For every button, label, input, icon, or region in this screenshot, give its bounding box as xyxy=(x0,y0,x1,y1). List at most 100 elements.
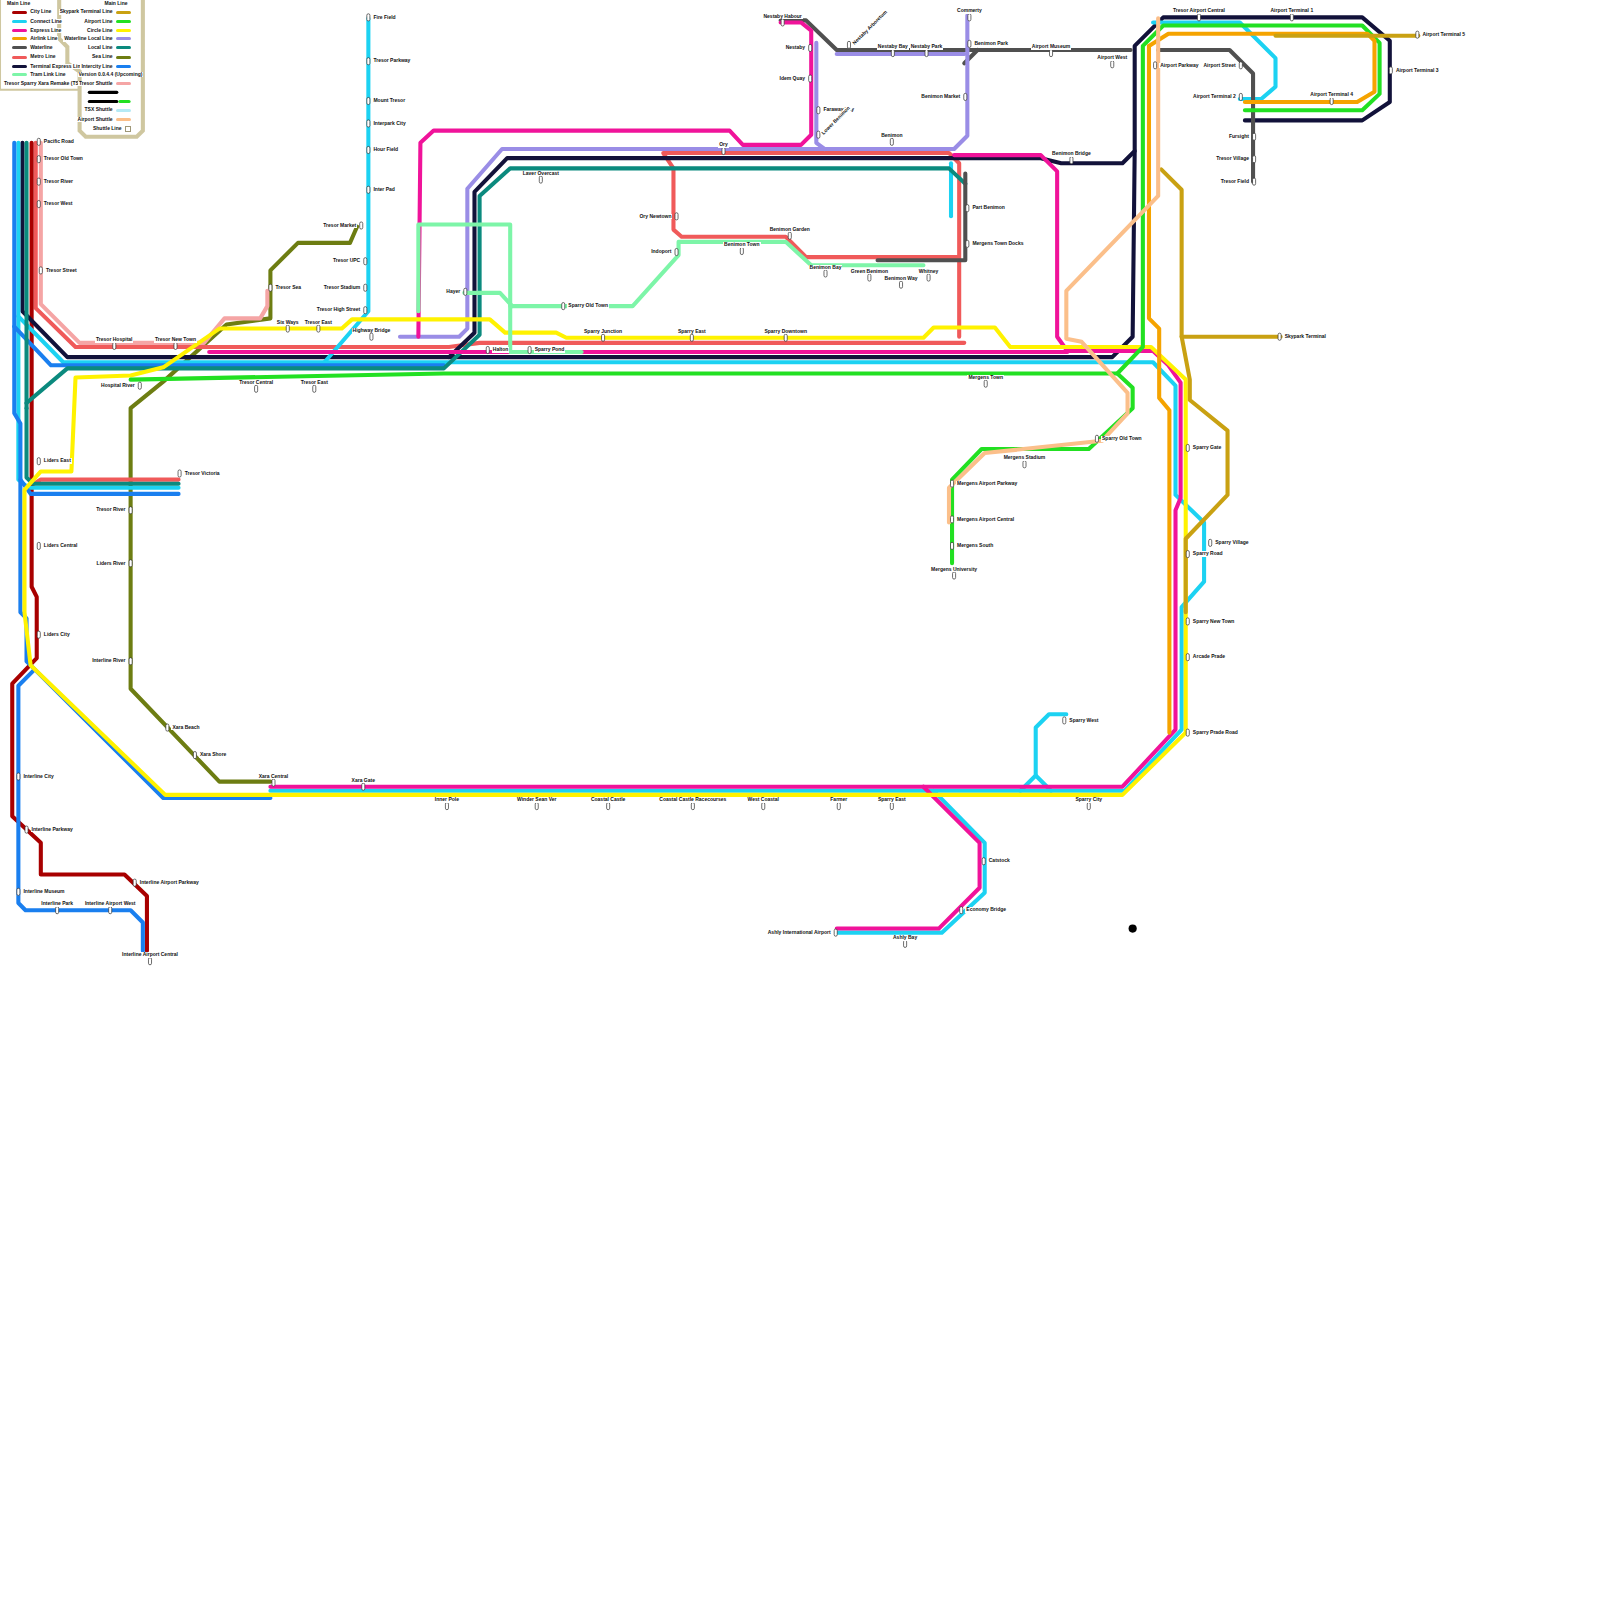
station-label: Tresor Old Town xyxy=(43,156,84,162)
station-marker xyxy=(367,14,370,21)
station-marker xyxy=(1087,803,1090,810)
station-label: Economy Bridge xyxy=(965,907,1007,913)
station-label: Laver Overcast xyxy=(522,171,560,177)
station-marker xyxy=(834,929,837,936)
station-label: Liders City xyxy=(43,632,71,638)
legend-swatch xyxy=(116,65,131,68)
station-label: Ory Newtown xyxy=(638,214,672,220)
station-label: Airport Terminal 4 xyxy=(1309,92,1354,98)
station-marker xyxy=(890,803,893,810)
station-label: West Coastal xyxy=(747,797,780,803)
station-label: Sparry Village xyxy=(1214,540,1249,546)
station-label: Hospital River xyxy=(100,383,136,389)
station-label: Tresor West xyxy=(43,201,74,207)
legend-heading: Main Line xyxy=(104,1,129,7)
station-marker xyxy=(1070,157,1073,164)
route-line xyxy=(18,143,1204,791)
station-marker xyxy=(1186,551,1189,558)
station-marker xyxy=(109,907,112,914)
station-marker xyxy=(1111,61,1114,68)
station-marker xyxy=(37,156,40,163)
station-label: Tresor Market xyxy=(322,223,357,229)
station-label: Catstock xyxy=(988,858,1011,864)
station-label: Tresor Hospital xyxy=(95,337,133,343)
station-marker xyxy=(899,281,902,288)
route-line xyxy=(510,306,581,352)
legend-swatch xyxy=(12,46,27,49)
station-label: Tresor Parkway xyxy=(372,58,411,64)
legend-text: Skypark Terminal Line xyxy=(59,9,114,15)
station-label: Sparry New Town xyxy=(1192,619,1236,625)
station-marker xyxy=(255,385,258,392)
station-label: Fursight xyxy=(1228,134,1250,140)
station-label: Tresor Victoria xyxy=(184,471,221,477)
legend-entry: Airport Line xyxy=(83,19,130,25)
station-label: Sparry Junction xyxy=(583,329,623,335)
station-label: Interline Parkway xyxy=(31,827,74,833)
station-marker xyxy=(1186,654,1189,661)
legend-heading: Tresor Sparry Xara Remake (TSXR) xyxy=(3,81,88,87)
station-marker xyxy=(809,44,812,51)
station-marker xyxy=(817,107,820,114)
station-marker xyxy=(269,284,272,291)
legend-entry: TSX Shuttle xyxy=(84,107,131,113)
station-marker xyxy=(286,325,289,332)
legend-text: Connect Line xyxy=(29,19,63,25)
station-label: Liders East xyxy=(43,458,72,464)
station-label: Airport Street xyxy=(1203,63,1237,69)
legend-entry: Terminal Express Line xyxy=(12,64,84,70)
station-label: Tresor High Street xyxy=(316,307,361,313)
station-marker xyxy=(364,258,367,265)
station-label: Coastal Castle xyxy=(590,797,626,803)
legend-heading: Main Line xyxy=(6,1,31,7)
station-label: Sparry City xyxy=(1074,797,1103,803)
station-marker xyxy=(1239,62,1242,69)
station-marker xyxy=(272,779,275,786)
station-label: Interline River xyxy=(91,658,126,664)
station-label: Part Benimon xyxy=(971,205,1006,211)
legend-swatch xyxy=(116,109,131,112)
station-label: Benimon Way xyxy=(884,276,919,282)
route-line xyxy=(36,143,965,347)
legend-swatch xyxy=(116,56,131,59)
station-label: Benimon Park xyxy=(973,41,1009,47)
station-label: Benimon xyxy=(880,133,903,139)
station-label: Mergens University xyxy=(930,567,978,573)
station-marker xyxy=(1253,178,1256,185)
station-marker xyxy=(37,178,40,185)
station-marker xyxy=(178,470,181,477)
station-label: Benimon Garden xyxy=(769,227,811,233)
station-marker xyxy=(37,542,40,549)
station-marker xyxy=(964,93,967,100)
station-marker xyxy=(39,267,42,274)
station-label: Liders River xyxy=(96,561,127,567)
station-label: Tresor East xyxy=(304,320,333,326)
station-label: Tresor Field xyxy=(1220,179,1250,185)
legend-swatch xyxy=(12,56,27,59)
station-marker xyxy=(722,147,725,154)
route-line xyxy=(131,373,1133,563)
legend-entry: Shuttle Line xyxy=(92,126,131,132)
route-line xyxy=(41,143,268,343)
station-marker xyxy=(1278,333,1281,340)
legend-sample xyxy=(88,91,119,94)
station-label: Mergens Airport Central xyxy=(956,517,1015,523)
station-label: Farmer xyxy=(829,797,848,803)
station-label: Fire Field xyxy=(372,15,396,21)
station-marker xyxy=(690,334,693,341)
station-marker xyxy=(966,240,969,247)
station-label: Benimon Bay xyxy=(809,265,843,271)
station-marker xyxy=(951,516,954,523)
station-label: Tresor River xyxy=(43,179,74,185)
station-label: Airport Terminal 2 xyxy=(1192,94,1237,100)
station-label: Airport Museum xyxy=(1031,44,1071,50)
station-label: Indoport xyxy=(650,249,672,255)
station-marker xyxy=(982,858,985,865)
station-marker xyxy=(362,783,365,790)
station-label: Sparry West xyxy=(1068,718,1099,724)
station-marker xyxy=(133,879,136,886)
station-label: Inter Pad xyxy=(372,187,395,193)
station-marker xyxy=(809,75,812,82)
station-label: Xara Shore xyxy=(199,752,227,758)
station-label: Tresor UPC xyxy=(332,258,361,264)
